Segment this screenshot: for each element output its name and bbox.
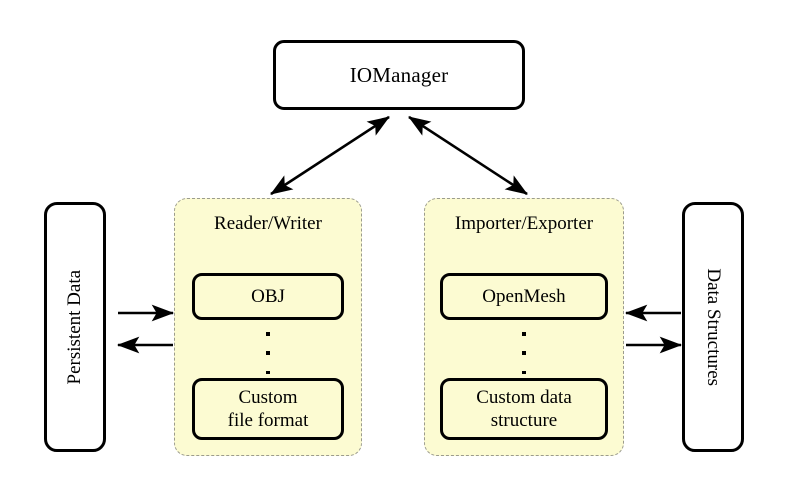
node-custom-file-format-label-line2: file format [227, 410, 309, 431]
node-data-structures-label: Data Structures [703, 268, 725, 386]
node-openmesh-label: OpenMesh [482, 285, 566, 307]
node-persistent-data[interactable]: Persistent Data [44, 202, 106, 452]
node-custom-data-structure[interactable]: Custom data structure [440, 378, 608, 440]
connector-iomanager-importerexporter [408, 115, 528, 196]
vertical-dots-icon-importer-exporter [517, 332, 531, 374]
node-iomanager[interactable]: IOManager [273, 40, 525, 110]
vertical-dots-icon-reader-writer [261, 332, 275, 374]
node-data-structures[interactable]: Data Structures [682, 202, 744, 452]
node-obj-label: OBJ [251, 285, 285, 307]
node-custom-file-format-label-line1: Custom [238, 386, 298, 408]
node-custom-data-structure-label-line2: structure [490, 410, 558, 431]
node-iomanager-label: IOManager [349, 62, 449, 87]
node-openmesh[interactable]: OpenMesh [440, 273, 608, 320]
panel-importer-exporter-title: Importer/Exporter [454, 213, 594, 234]
node-obj[interactable]: OBJ [192, 273, 344, 320]
panel-reader-writer-title: Reader/Writer [214, 213, 322, 234]
connector-iomanager-readerwriter [270, 115, 390, 196]
node-custom-data-structure-label-line1: Custom data [476, 386, 572, 408]
node-custom-file-format[interactable]: Custom file format [192, 378, 344, 440]
node-persistent-data-label: Persistent Data [63, 269, 85, 385]
